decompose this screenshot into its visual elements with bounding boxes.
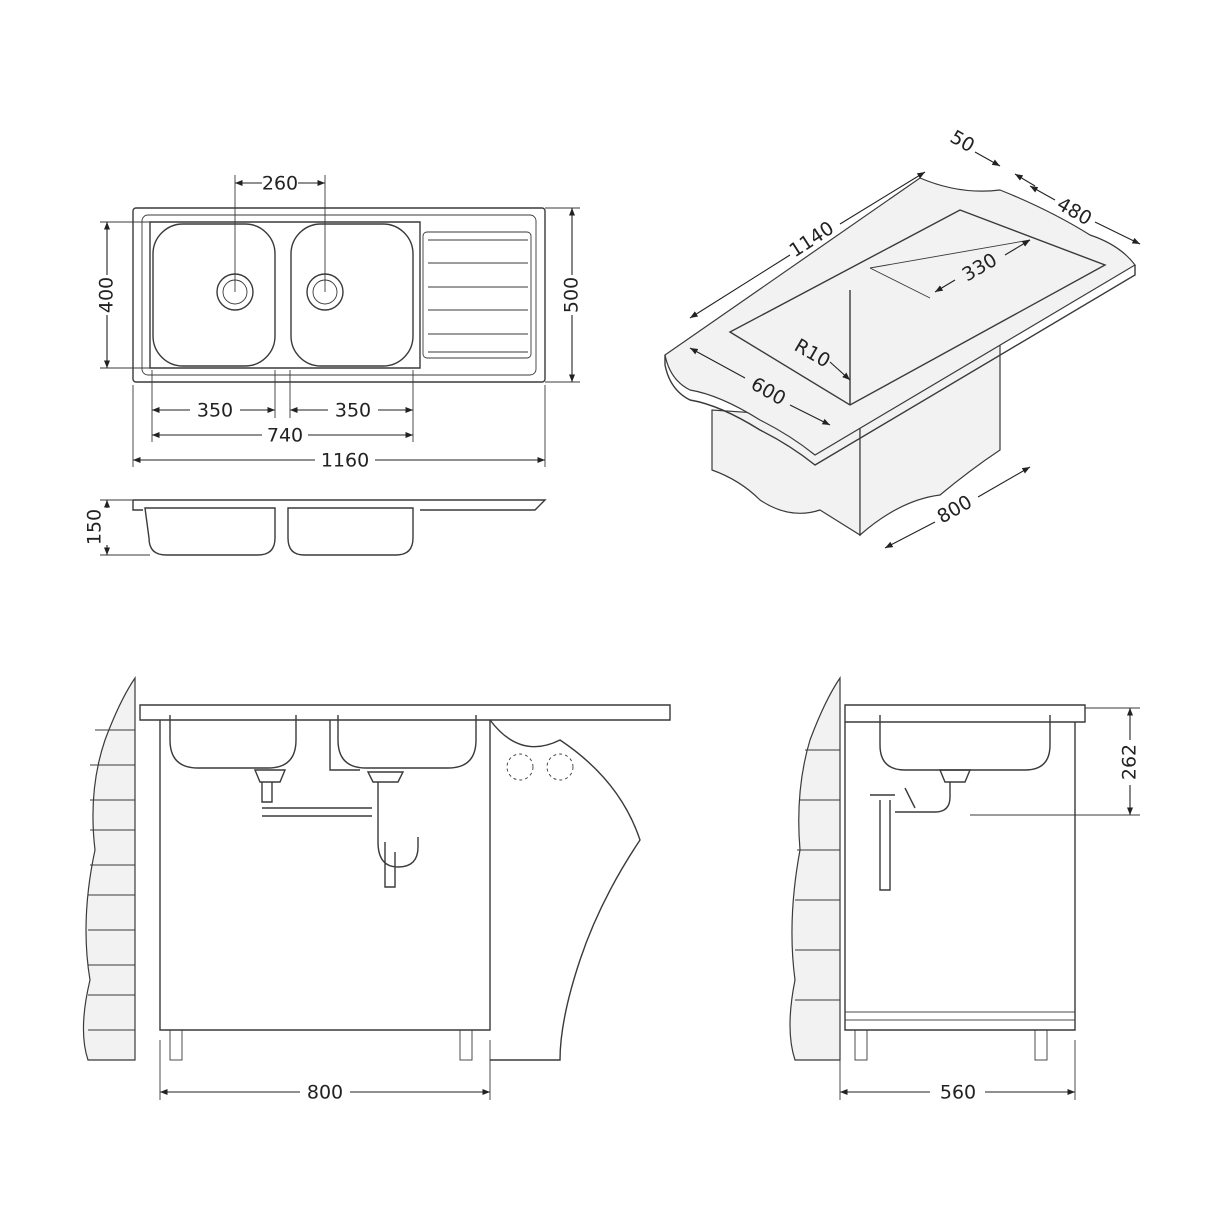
dim-800-front: 800 <box>307 1082 343 1104</box>
drainboard <box>422 231 532 359</box>
front-view: 800 <box>82 676 671 1104</box>
top-view: 260 400 500 350 350 740 1160 <box>96 173 583 472</box>
right-bowl <box>290 223 414 367</box>
dim-350-left: 350 <box>197 400 233 422</box>
dim-800-iso: 800 <box>934 491 976 528</box>
dim-50: 50 <box>946 126 978 157</box>
isometric-view: 1140 50 480 330 R10 600 800 <box>664 126 1141 549</box>
side-view: 262 560 <box>789 676 1141 1104</box>
dim-740: 740 <box>267 425 303 447</box>
dim-500: 500 <box>561 277 583 313</box>
left-bowl <box>152 223 276 367</box>
dim-400: 400 <box>96 277 118 313</box>
dim-262: 262 <box>1119 744 1141 780</box>
section-view: 150 <box>84 499 547 556</box>
dim-350-right: 350 <box>335 400 371 422</box>
dim-560: 560 <box>940 1082 976 1104</box>
dim-260: 260 <box>262 173 298 195</box>
dim-1160: 1160 <box>321 450 369 472</box>
dim-150: 150 <box>84 509 106 545</box>
